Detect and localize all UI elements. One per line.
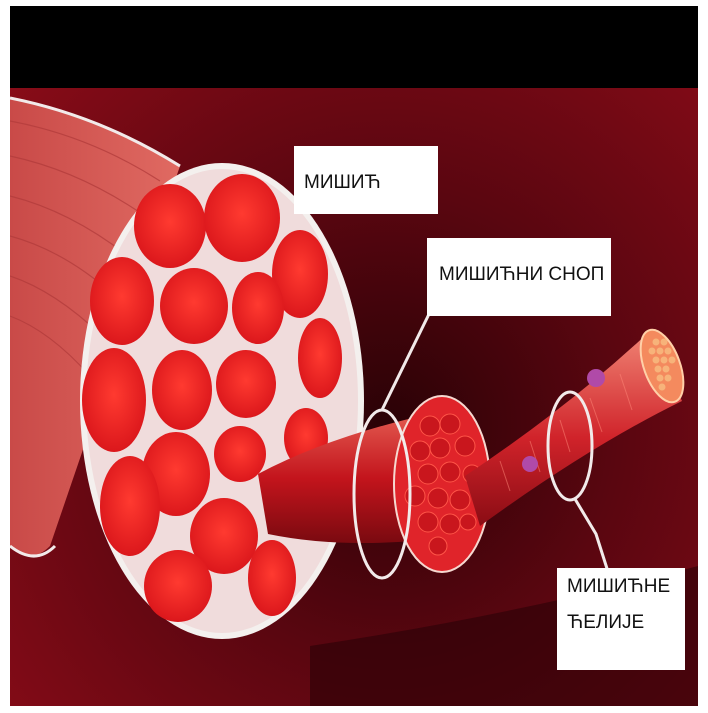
label-muscle-text: МИШИЋ [304, 170, 430, 196]
label-cells-line2: ЋЕЛИЈЕ [567, 610, 677, 636]
nucleus-dot [587, 369, 605, 387]
label-bundle-text: МИШИЋНИ СНОП [439, 262, 603, 288]
background-black-band [10, 6, 698, 88]
muscle-cross-section [80, 163, 364, 639]
label-cells-line1: МИШИЋНЕ [567, 574, 677, 600]
label-muscle: МИШИЋ [294, 146, 438, 214]
label-muscle-bundle: МИШИЋНИ СНОП [427, 238, 611, 316]
muscle-anatomy-diagram: МИШИЋ МИШИЋНИ СНОП МИШИЋНЕ ЋЕЛИЈЕ [10, 6, 698, 706]
label-muscle-cells: МИШИЋНЕ ЋЕЛИЈЕ [557, 568, 685, 670]
nucleus-dot [522, 456, 538, 472]
